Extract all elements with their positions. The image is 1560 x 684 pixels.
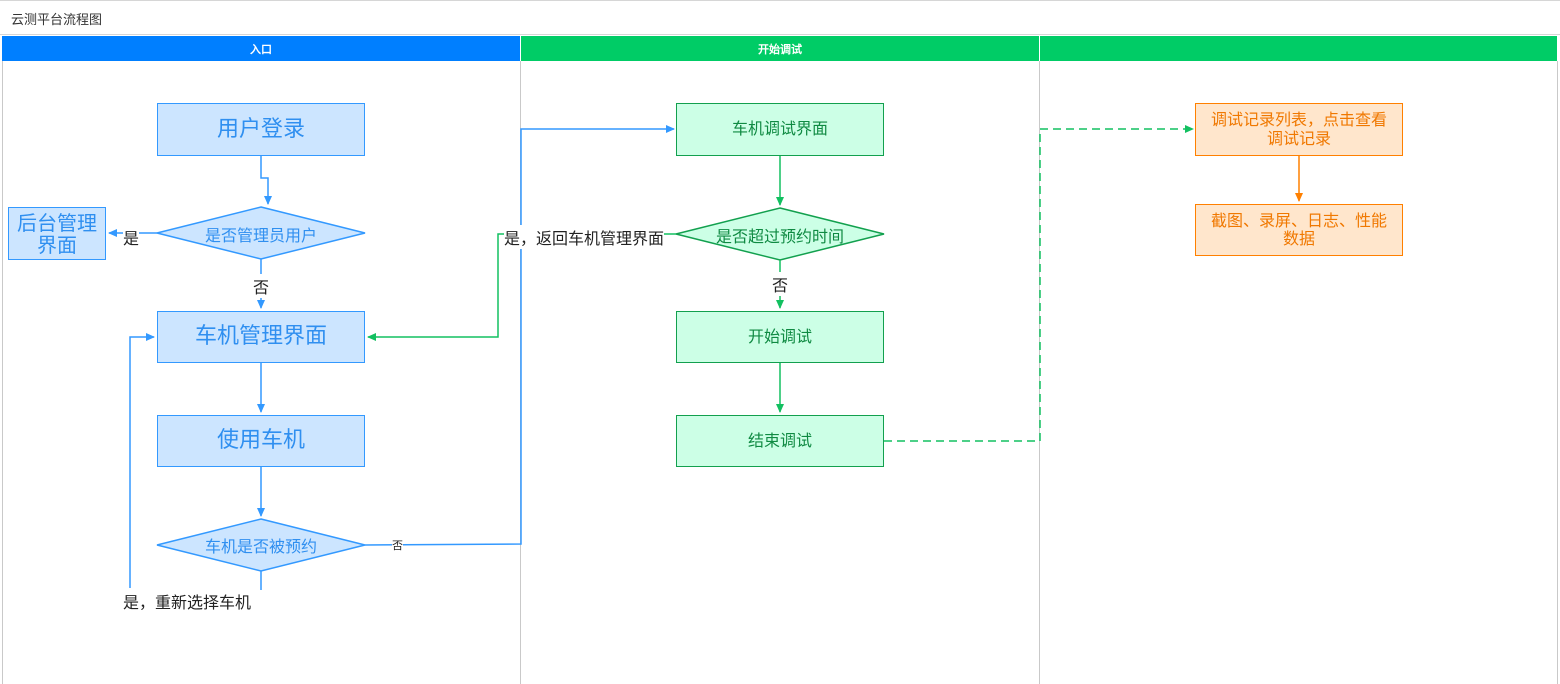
node-start-debug-label: 开始调试: [747, 326, 812, 346]
lane-header-entry: 入口: [2, 36, 521, 61]
edge-label-time-no: 否: [772, 272, 789, 296]
edge-login-to-admin-check: [260, 156, 272, 205]
node-end-debug-label: 结束调试: [747, 430, 812, 450]
edge-label-reserved-yes: 是，重新选择车机: [123, 589, 252, 613]
edge-overtime-yes: [367, 233, 676, 341]
node-car-manage-label: 车机管理界面: [194, 324, 327, 350]
node-screenshot-data[interactable]: 截图、录屏、日志、性能数据: [1195, 204, 1403, 256]
node-use-car[interactable]: 使用车机: [157, 415, 365, 467]
diagram-title-bar: 云测平台流程图: [0, 0, 1560, 35]
node-car-debug-ui-label: 车机调试界面: [731, 119, 828, 139]
edge-label-admin-yes: 是: [123, 225, 140, 249]
node-start-debug[interactable]: 开始调试: [676, 311, 884, 363]
edge-reserved-no: [364, 125, 675, 546]
diagram-title: 云测平台流程图: [11, 13, 103, 28]
lane-header-start-debug: 开始调试: [521, 36, 1040, 61]
over-time-diamond[interactable]: [675, 207, 885, 261]
edge-label-admin-no: 否: [253, 274, 270, 298]
lane-header-start-debug-label: 开始调试: [758, 42, 802, 56]
is-admin-diamond[interactable]: [156, 206, 366, 260]
edge-end-to-records: [884, 125, 1194, 442]
edge-label-reserved-no: 否: [392, 537, 403, 553]
lane-border-left: [2, 61, 3, 684]
is-reserved-diamond[interactable]: [156, 518, 366, 572]
lane-border-right: [1557, 61, 1558, 684]
node-car-manage[interactable]: 车机管理界面: [157, 311, 365, 363]
node-backend-admin-label: 后台管理界面: [17, 210, 97, 257]
node-backend-admin[interactable]: 后台管理界面: [8, 207, 106, 260]
node-end-debug[interactable]: 结束调试: [676, 415, 884, 467]
node-debug-records-label: 调试记录列表，点击查看调试记录: [1210, 110, 1387, 148]
node-debug-records[interactable]: 调试记录列表，点击查看调试记录: [1195, 103, 1403, 156]
node-screenshot-data-label: 截图、录屏、日志、性能数据: [1210, 210, 1387, 248]
node-use-car-label: 使用车机: [216, 428, 305, 454]
lane-header-entry-label: 入口: [250, 42, 272, 56]
node-car-debug-ui[interactable]: 车机调试界面: [676, 103, 884, 156]
node-user-login[interactable]: 用户登录: [157, 103, 365, 156]
edge-label-return-yes: 是，返回车机管理界面: [504, 225, 665, 249]
edge-reserved-yes: [129, 337, 262, 590]
lane-header-third: [1040, 36, 1558, 61]
node-user-login-label: 用户登录: [216, 116, 305, 142]
